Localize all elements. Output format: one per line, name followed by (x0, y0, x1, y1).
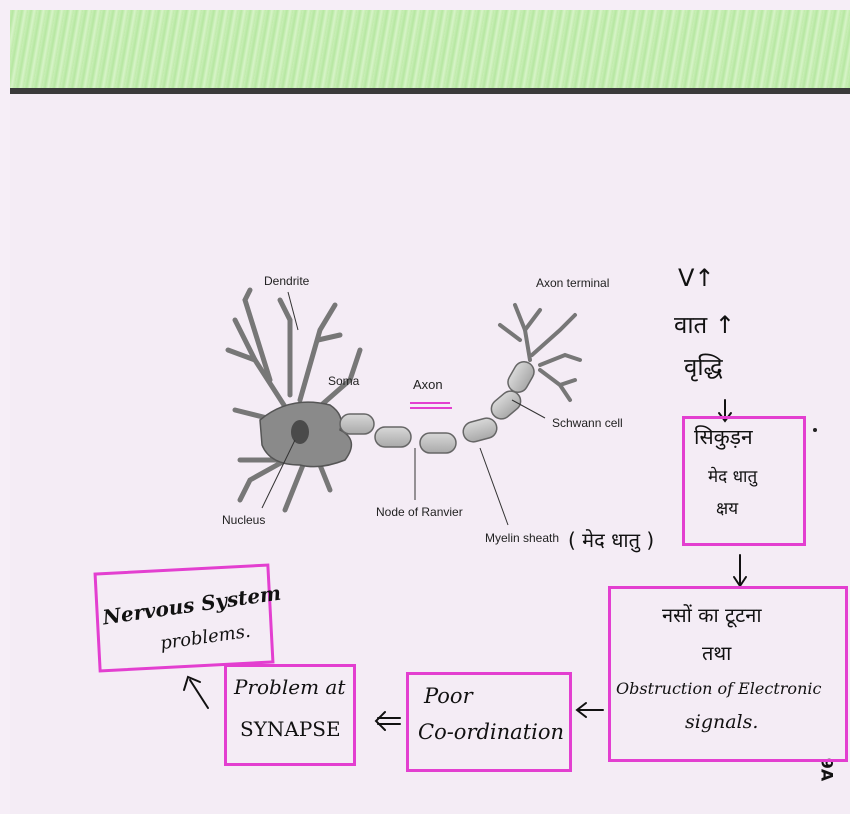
box-poor-coordination (406, 672, 572, 772)
label-myelin-sheath: Myelin sheath (485, 531, 560, 545)
box-nerve-line2: तथा (702, 641, 732, 665)
dendrite-branches (225, 287, 363, 513)
box-synapse-line1: Problem at (234, 675, 346, 699)
header-rule-line (10, 88, 850, 94)
box-nerve-line3: Obstruction of Electronic (616, 679, 822, 698)
box-contraction-line1: सिकुड़न (694, 425, 753, 449)
box-nerve-line1: नसों का टूटना (662, 603, 762, 627)
box-nerve-line4: signals. (685, 711, 759, 733)
label-axon-terminal: Axon terminal (536, 276, 610, 290)
label-nucleus: Nucleus (222, 513, 266, 527)
nucleus-shape (291, 420, 309, 444)
flow-arrows (183, 399, 747, 731)
box-nerve-obstruction (608, 586, 848, 762)
annotation-myelin-hindi: ( मेद धातु ) (568, 528, 655, 552)
myelin-segments (339, 361, 535, 454)
axon-terminal-branches (498, 303, 582, 402)
box-contraction-line2: मेद धातु (708, 467, 758, 487)
label-dendrite: Dendrite (264, 274, 310, 288)
box-contraction (682, 416, 806, 546)
box-synapse-problem (224, 664, 356, 766)
box-contraction-line3: क्षय (716, 499, 739, 519)
label-node-of-ranvier: Node of Ranvier (376, 505, 463, 519)
label-schwann-cell: Schwann cell (552, 416, 623, 430)
green-header-band (10, 10, 850, 88)
label-pointers (261, 291, 546, 526)
annotation-vata-up: वात ↑ (674, 311, 735, 339)
label-axon: Axon (413, 377, 443, 392)
box-coordination-line1: Poor (424, 684, 473, 708)
axon-underline (410, 402, 452, 409)
box-coordination-line2: Co-ordination (418, 720, 565, 744)
annotation-v-up: V↑ (678, 264, 715, 292)
pen-dot (813, 428, 817, 432)
label-soma: Soma (328, 374, 360, 388)
page-body (10, 94, 850, 814)
box-synapse-line2: SYNAPSE (240, 717, 341, 741)
annotation-vriddhi: वृद्धि (684, 353, 723, 381)
